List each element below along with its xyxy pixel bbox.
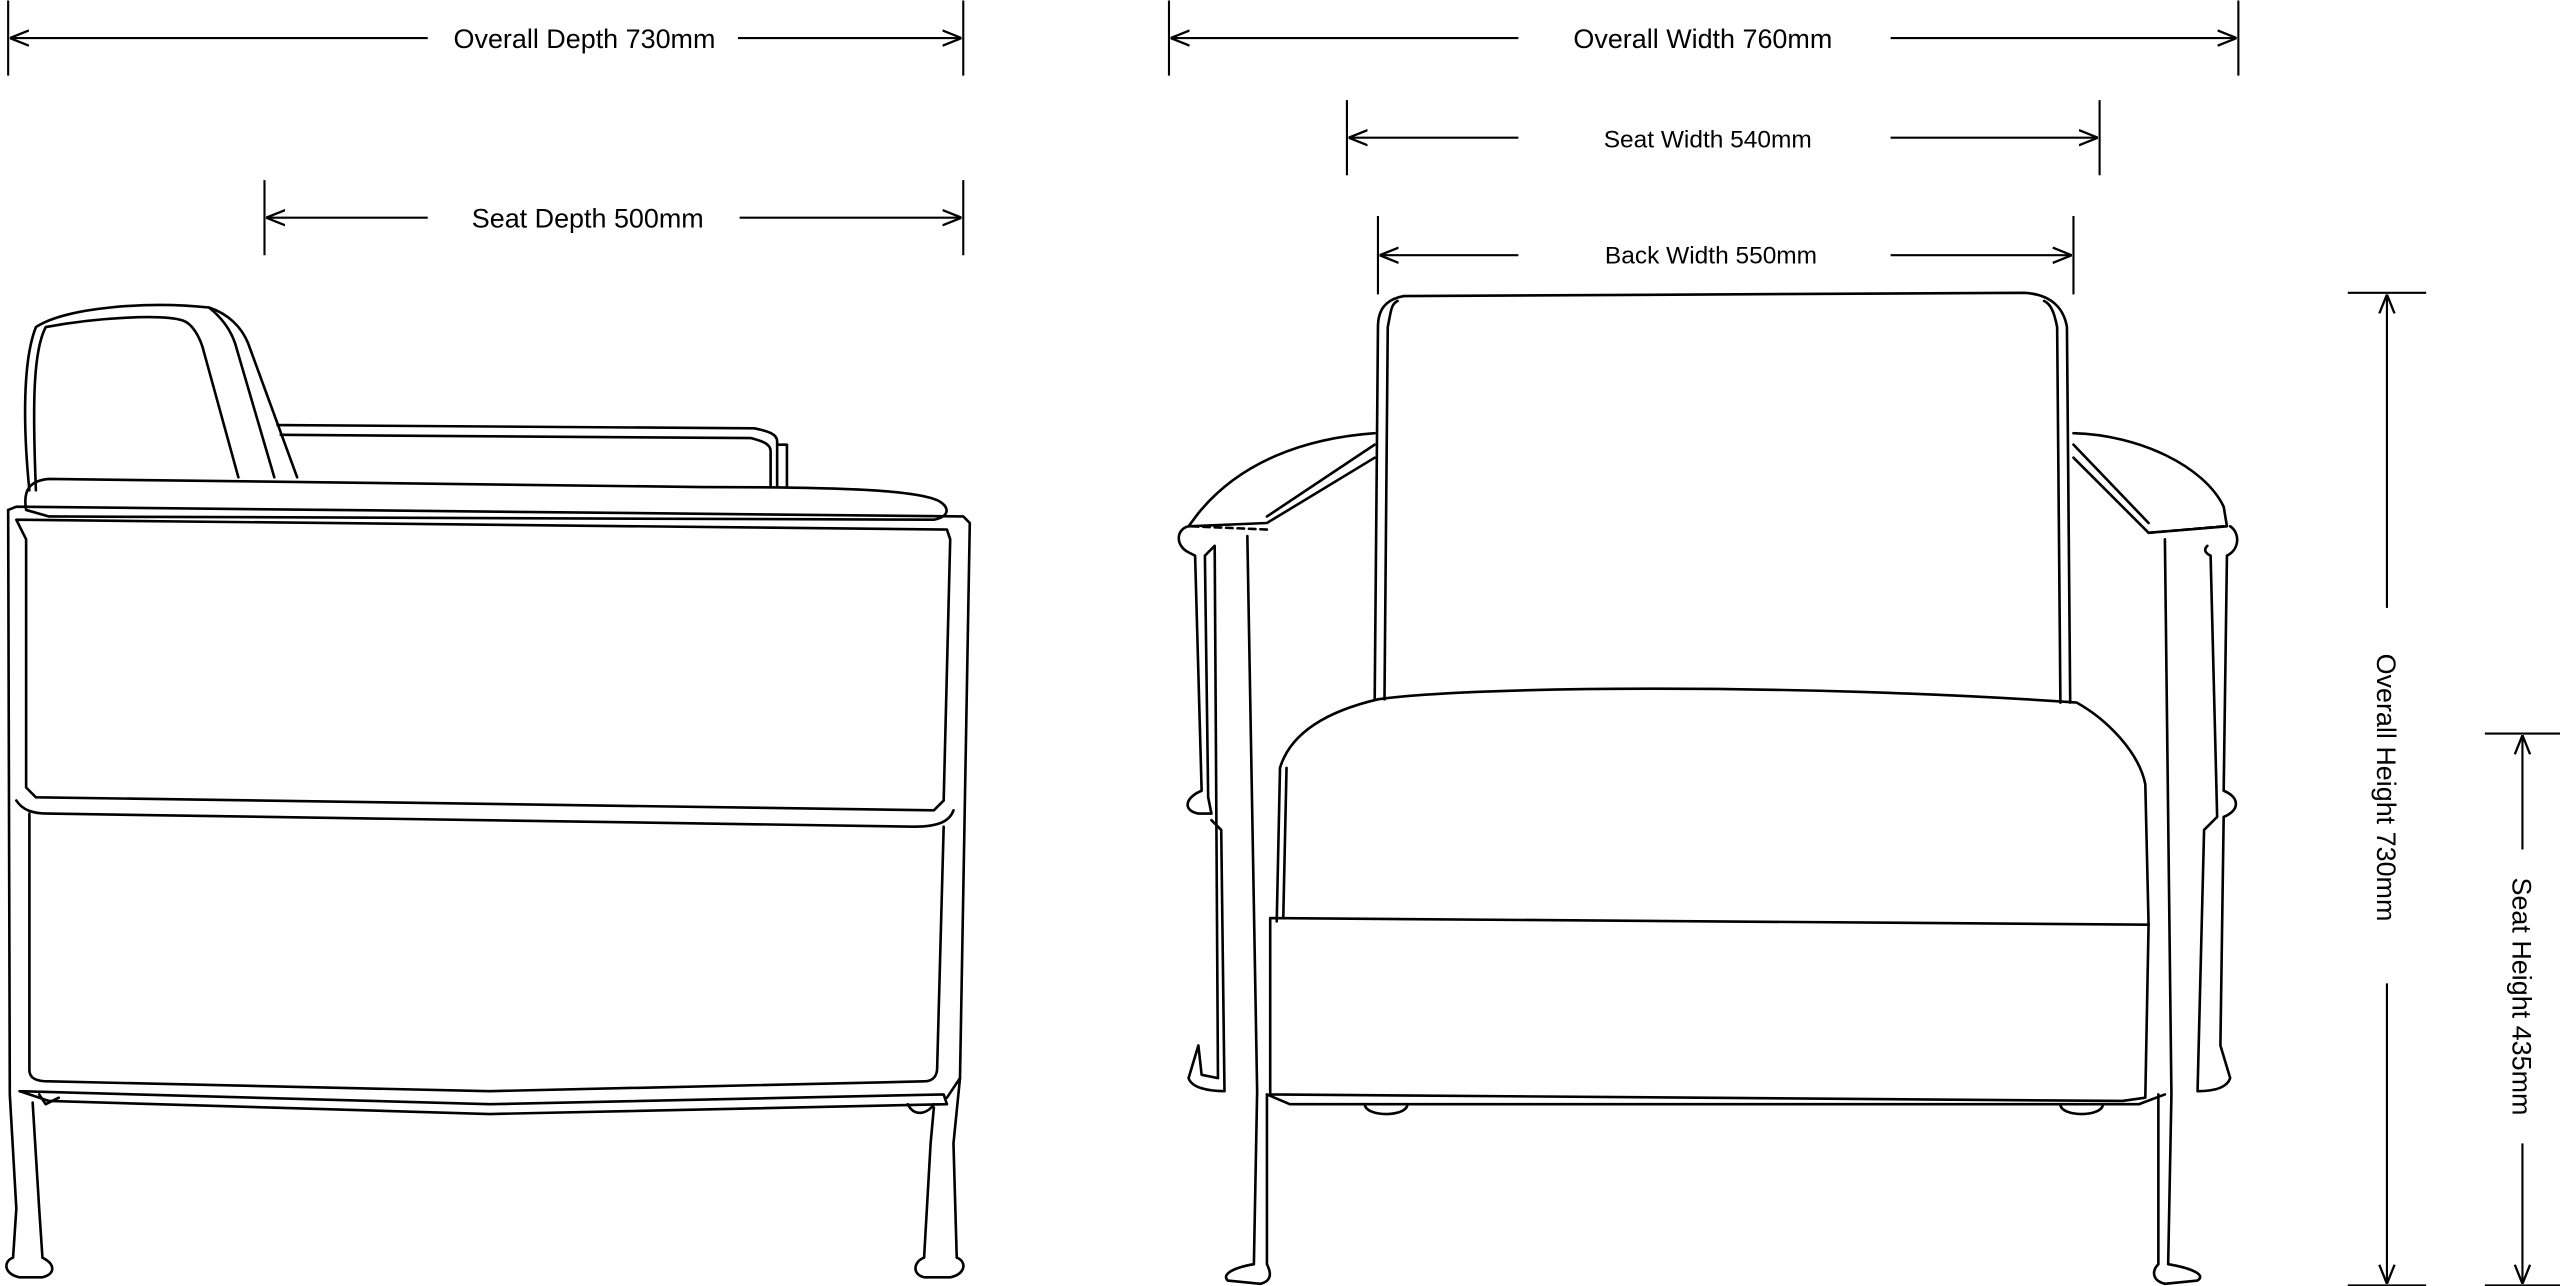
chair-side-view: [5, 303, 972, 1279]
overall-height-dimension: Overall Height 730mm: [2347, 291, 2427, 1286]
back-width-dimension: Back Width 550mm: [1376, 216, 2075, 295]
seat-width-label: Seat Width 540mm: [1604, 126, 1812, 153]
chair-front-view: [1177, 291, 2239, 1286]
seat-depth-label: Seat Depth 500mm: [472, 203, 704, 233]
overall-depth-dimension: Overall Depth 730mm: [7, 0, 965, 76]
overall-height-label: Overall Height 730mm: [2371, 654, 2401, 922]
seat-height-dimension: Seat Height 435mm: [2484, 732, 2560, 1286]
seat-height-label: Seat Height 435mm: [2507, 878, 2537, 1116]
overall-depth-label: Overall Depth 730mm: [454, 24, 716, 54]
seat-width-dimension: Seat Width 540mm: [1345, 100, 2101, 176]
overall-width-label: Overall Width 760mm: [1573, 24, 1832, 54]
seat-depth-dimension: Seat Depth 500mm: [263, 180, 965, 256]
overall-width-dimension: Overall Width 760mm: [1167, 0, 2240, 76]
back-width-label: Back Width 550mm: [1605, 242, 1817, 269]
